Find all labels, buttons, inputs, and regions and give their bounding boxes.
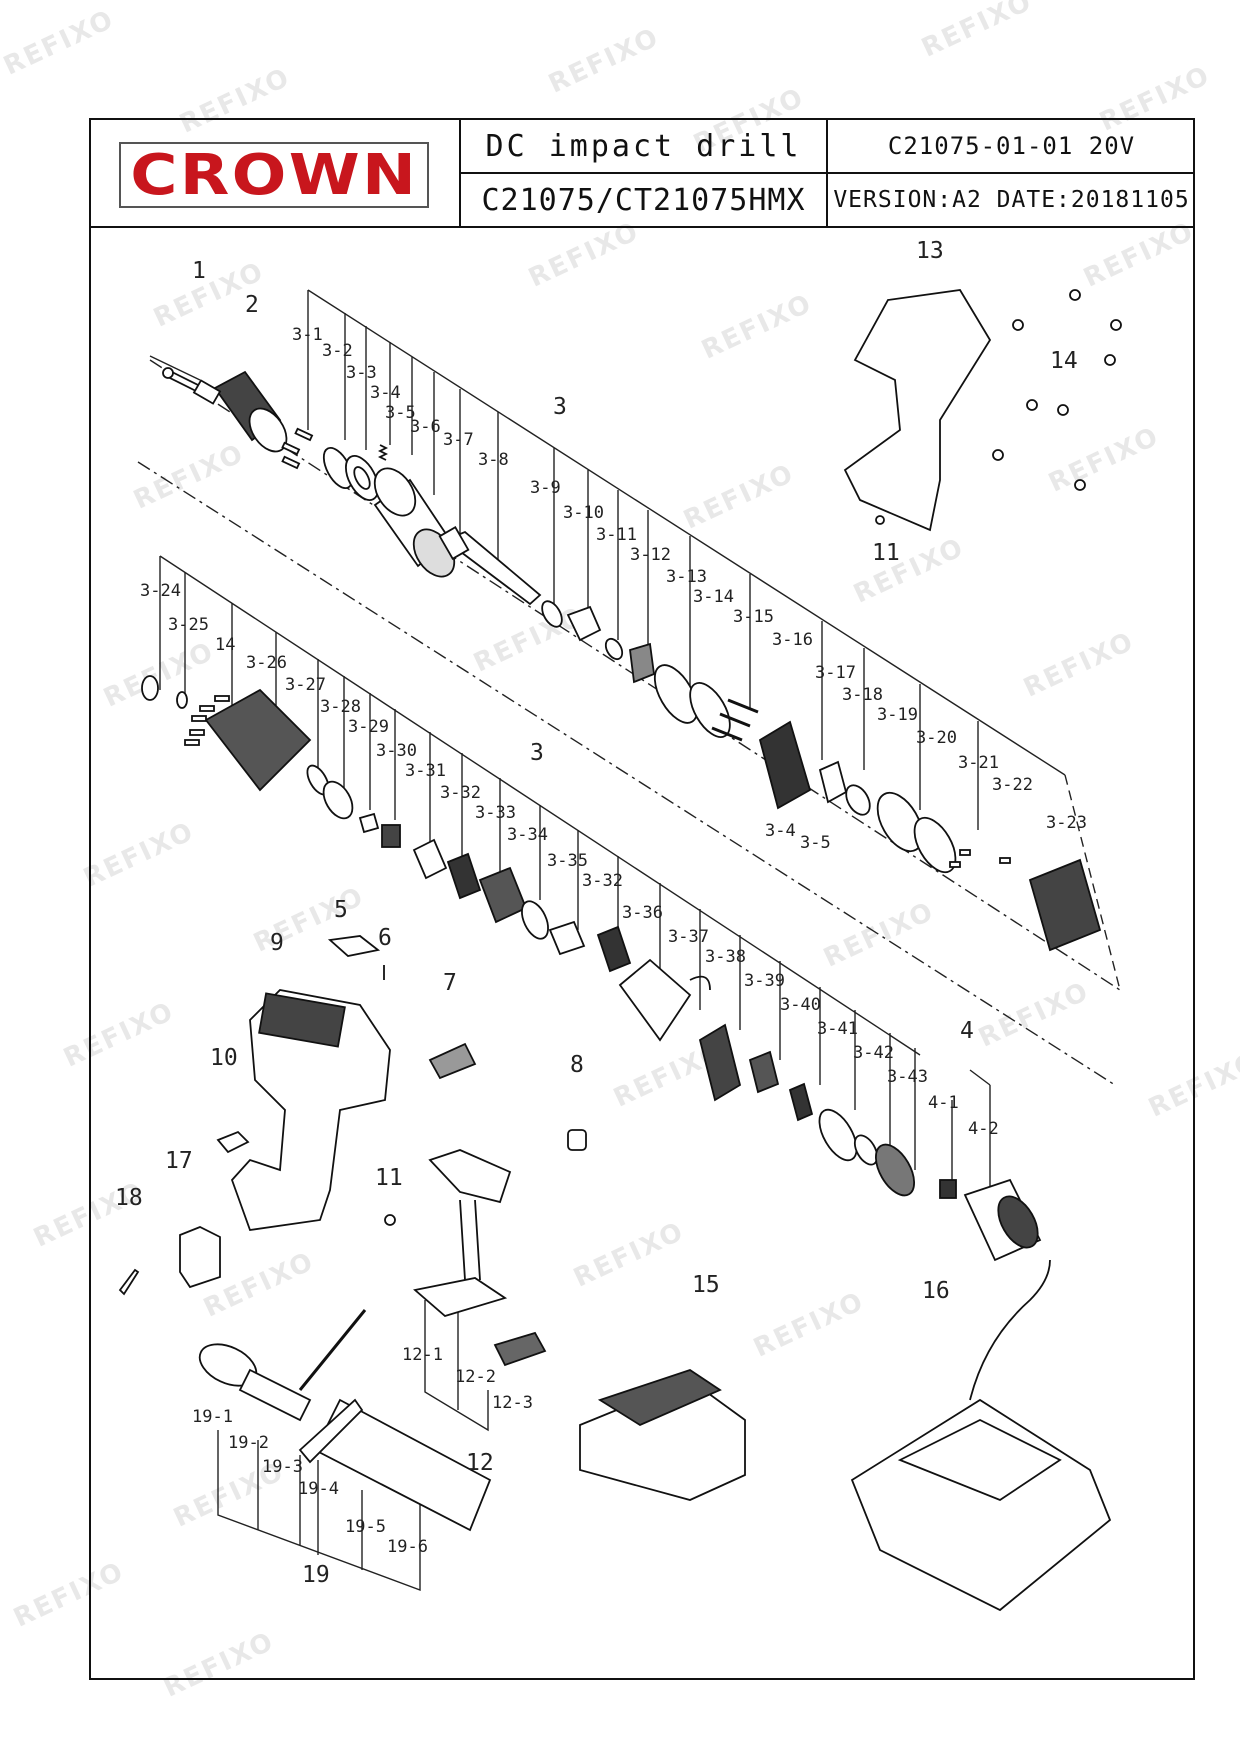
part-labels: 1 2 3 3 4 5 6 7 8 9 10 11 11 12 13 14 14… [115, 238, 1087, 1588]
label-3-18: 3-18 [842, 685, 883, 705]
label-3-4-lower: 3-4 [765, 821, 796, 841]
label-19-5: 19-5 [345, 1517, 386, 1537]
label-3-20: 3-20 [916, 728, 957, 748]
label-11-upper: 11 [872, 540, 900, 566]
label-3-27: 3-27 [285, 675, 326, 695]
label-3-11: 3-11 [596, 525, 637, 545]
label-3-5-lower: 3-5 [800, 833, 831, 853]
label-3-22: 3-22 [992, 775, 1033, 795]
label-14-lower: 14 [215, 635, 235, 655]
label-3-4: 3-4 [370, 383, 401, 403]
drawing-sheet: CROWN DC impact drill C21075/CT21075HMX … [89, 118, 1195, 1680]
label-3-38: 3-38 [705, 947, 746, 967]
label-4-1: 4-1 [928, 1093, 959, 1113]
label-3-14: 3-14 [693, 587, 734, 607]
label-3-42: 3-42 [853, 1043, 894, 1063]
label-3-2: 3-2 [322, 341, 353, 361]
label-9: 9 [270, 930, 284, 956]
label-3-21: 3-21 [958, 753, 999, 773]
label-19-4: 19-4 [298, 1479, 339, 1499]
label-3-30: 3-30 [376, 741, 417, 761]
label-3-23: 3-23 [1046, 813, 1087, 833]
label-3-19: 3-19 [877, 705, 918, 725]
label-3-6: 3-6 [410, 417, 441, 437]
label-3-33: 3-33 [475, 803, 516, 823]
label-3-3: 3-3 [346, 363, 377, 383]
label-3-16: 3-16 [772, 630, 813, 650]
label-3-26: 3-26 [246, 653, 287, 673]
label-19-6: 19-6 [387, 1537, 428, 1557]
version-date: VERSION:A2 DATE:20181105 [833, 187, 1190, 213]
label-14-upper: 14 [1050, 348, 1078, 374]
label-3-32a: 3-32 [440, 783, 481, 803]
label-3-24: 3-24 [140, 581, 181, 601]
title-block: CROWN DC impact drill C21075/CT21075HMX … [91, 120, 1195, 228]
label-15: 15 [692, 1272, 720, 1298]
label-2: 2 [245, 292, 259, 318]
label-3-39: 3-39 [744, 971, 785, 991]
product-name: DC impact drill [485, 128, 802, 164]
label-3-7: 3-7 [443, 430, 474, 450]
label-3-32b: 3-32 [582, 871, 623, 891]
label-3-34: 3-34 [507, 825, 548, 845]
label-3-15: 3-15 [733, 607, 774, 627]
label-6: 6 [378, 925, 392, 951]
label-3-28: 3-28 [320, 697, 361, 717]
label-1: 1 [192, 258, 206, 284]
label-18: 18 [115, 1185, 143, 1211]
label-12-3: 12-3 [492, 1393, 533, 1413]
label-13: 13 [916, 238, 944, 264]
label-3-17: 3-17 [815, 663, 856, 683]
label-3-8: 3-8 [478, 450, 509, 470]
label-19: 19 [302, 1562, 330, 1588]
label-5: 5 [334, 897, 348, 923]
label-3-41: 3-41 [817, 1019, 858, 1039]
label-3-5: 3-5 [385, 403, 416, 423]
label-3-35: 3-35 [547, 851, 588, 871]
label-3-upper: 3 [553, 394, 567, 420]
label-8: 8 [570, 1052, 584, 1078]
label-12-2: 12-2 [455, 1367, 496, 1387]
label-3-13: 3-13 [666, 567, 707, 587]
label-3-43: 3-43 [887, 1067, 928, 1087]
label-12-1: 12-1 [402, 1345, 443, 1365]
label-17: 17 [165, 1148, 193, 1174]
label-3-12: 3-12 [630, 545, 671, 565]
label-16: 16 [922, 1278, 950, 1304]
label-3-10: 3-10 [563, 503, 604, 523]
brand-name: CROWN [129, 142, 419, 208]
label-3-29: 3-29 [348, 717, 389, 737]
label-11-lower: 11 [375, 1165, 403, 1191]
crown-logo: CROWN [119, 142, 429, 208]
label-4-2: 4-2 [968, 1119, 999, 1139]
label-19-1: 19-1 [192, 1407, 233, 1427]
drawing-code: C21075-01-01 20V [887, 132, 1136, 160]
label-3-lower: 3 [530, 740, 544, 766]
label-3-1: 3-1 [292, 325, 323, 345]
label-3-31: 3-31 [405, 761, 446, 781]
label-12: 12 [466, 1450, 494, 1476]
label-10: 10 [210, 1045, 238, 1071]
label-19-2: 19-2 [228, 1433, 269, 1453]
label-3-9: 3-9 [530, 478, 561, 498]
label-7: 7 [443, 970, 457, 996]
label-3-36: 3-36 [622, 903, 663, 923]
label-3-40: 3-40 [780, 995, 821, 1015]
label-4: 4 [960, 1018, 974, 1044]
label-3-37: 3-37 [668, 927, 709, 947]
model-number: C21075/CT21075HMX [481, 182, 806, 218]
label-3-25: 3-25 [168, 615, 209, 635]
label-19-3: 19-3 [262, 1457, 303, 1477]
